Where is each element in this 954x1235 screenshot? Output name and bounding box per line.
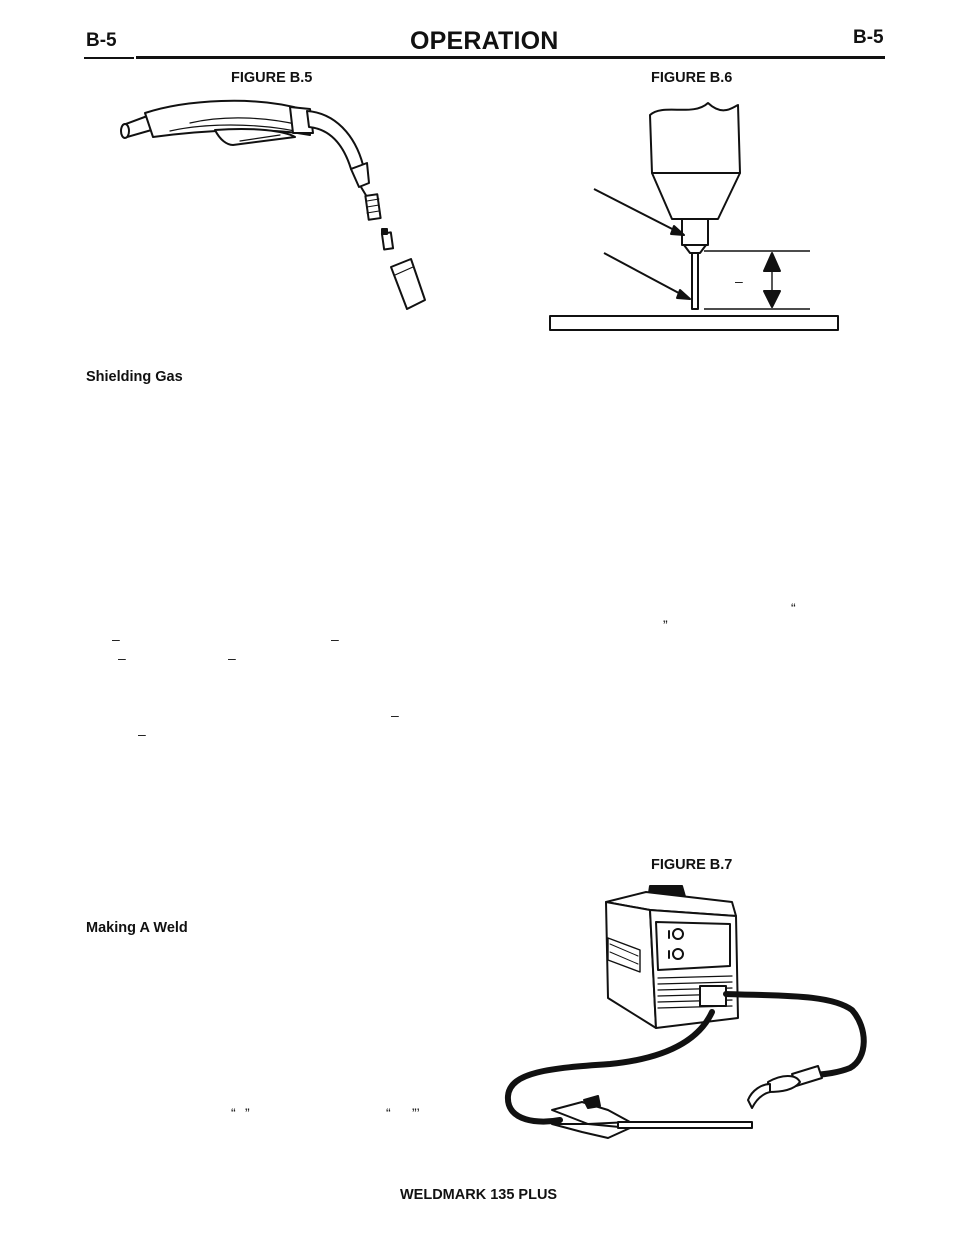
figure-b5-caption: FIGURE B.5 — [231, 70, 313, 86]
stray-close-quote: ” — [245, 1105, 250, 1121]
dimension-mark: – — [735, 273, 743, 289]
header-rule-left — [84, 57, 134, 59]
stray-dash: – — [331, 631, 339, 647]
stray-open-quote-right: “ — [791, 600, 796, 616]
stray-dash: – — [138, 726, 146, 742]
stray-open-quote: “ — [231, 1105, 236, 1121]
stray-close-quote-right: ” — [663, 617, 668, 633]
page-title: OPERATION — [410, 27, 559, 55]
stray-open-quote: “ — [386, 1105, 391, 1121]
contact-tip-stickout-icon — [549, 102, 839, 331]
page-number-right: B-5 — [853, 27, 884, 48]
page-number-left: B-5 — [86, 30, 117, 51]
stray-close-quote: ”’ — [412, 1105, 420, 1121]
shielding-gas-heading: Shielding Gas — [86, 369, 183, 385]
welding-gun-parts-icon — [120, 99, 426, 310]
welder-setup-icon — [505, 885, 867, 1139]
stray-dash: – — [112, 631, 120, 647]
footer-product-name: WELDMARK 135 PLUS — [400, 1187, 558, 1203]
stray-dash: – — [228, 650, 236, 666]
figure-b6-caption: FIGURE B.6 — [651, 70, 733, 86]
stray-dash: – — [391, 707, 399, 723]
figure-b7-caption: FIGURE B.7 — [651, 857, 733, 873]
header-rule-right — [136, 56, 885, 59]
making-a-weld-heading: Making A Weld — [86, 920, 188, 936]
stray-dash: – — [118, 650, 126, 666]
